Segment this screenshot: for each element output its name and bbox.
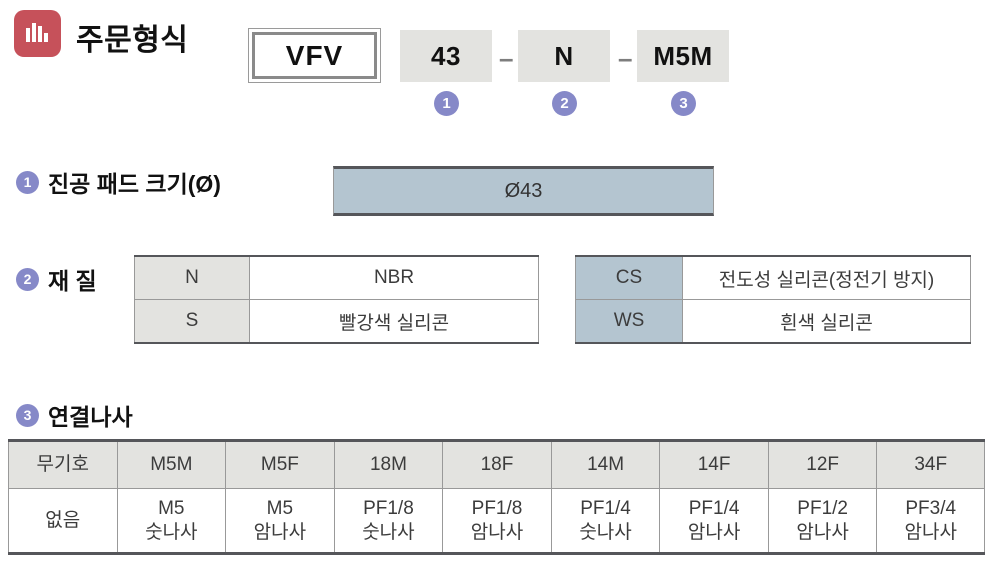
page-title: 주문형식 bbox=[76, 24, 189, 57]
dash-separator: – bbox=[618, 43, 633, 73]
thread-header-cell: 14M bbox=[550, 442, 660, 489]
segment-number-badge-1: 1 bbox=[434, 91, 459, 116]
section-pad-size-title: 1 진공 패드 크기(Ø) bbox=[16, 165, 221, 199]
thread-header-cell: M5M bbox=[116, 442, 226, 489]
thread-value-cell: M5 숫나사 bbox=[116, 489, 226, 552]
material-table-right: CS 전도성 실리콘(정전기 방지) WS 흰색 실리콘 bbox=[575, 255, 971, 344]
section-material-label: 재 질 bbox=[48, 268, 97, 294]
thread-header-cell: 무기호 bbox=[8, 442, 117, 489]
bar-chart-icon bbox=[14, 10, 61, 57]
thread-header-cell: 34F bbox=[876, 442, 985, 489]
thread-table: 무기호 M5M M5F 18M 18F 14M 14F 12F 34F 없음 M… bbox=[8, 439, 985, 555]
material-code-cell: WS bbox=[575, 300, 682, 342]
thread-header-cell: M5F bbox=[225, 442, 334, 489]
thread-value-cell: PF1/2 암나사 bbox=[767, 489, 877, 552]
bar-chart-glyph bbox=[26, 23, 48, 42]
segment-number-badge-2: 2 bbox=[552, 91, 577, 116]
thread-value-cell: PF1/4 숫나사 bbox=[550, 489, 660, 552]
material-desc-cell: 빨강색 실리콘 bbox=[249, 300, 539, 342]
pad-size-value-box: Ø43 bbox=[333, 166, 714, 216]
section-number-badge-3: 3 bbox=[16, 403, 39, 427]
segment-number-badge-3: 3 bbox=[671, 91, 696, 116]
material-desc-cell: 흰색 실리콘 bbox=[682, 300, 971, 342]
dash-separator: – bbox=[499, 43, 514, 73]
thread-header-cell: 12F bbox=[767, 442, 877, 489]
code-segment-material: N bbox=[518, 30, 610, 82]
section-material-title: 2 재 질 bbox=[16, 262, 97, 296]
material-code-cell: S bbox=[134, 300, 249, 342]
thread-header-cell: 18M bbox=[333, 442, 443, 489]
material-desc-cell: 전도성 실리콘(정전기 방지) bbox=[682, 257, 971, 300]
section-number-badge-2: 2 bbox=[16, 267, 39, 291]
model-code-label: VFV bbox=[252, 32, 377, 79]
thread-value-cell: PF1/8 암나사 bbox=[442, 489, 551, 552]
thread-value-cell: PF3/4 암나사 bbox=[876, 489, 985, 552]
material-code-cell: N bbox=[134, 257, 249, 300]
code-segment-thread: M5M bbox=[637, 30, 729, 82]
thread-value-cell: PF1/8 숫나사 bbox=[333, 489, 443, 552]
section-number-badge-1: 1 bbox=[16, 170, 39, 194]
material-table-left: N NBR S 빨강색 실리콘 bbox=[134, 255, 539, 344]
thread-header-cell: 18F bbox=[442, 442, 551, 489]
thread-header-cell: 14F bbox=[659, 442, 768, 489]
section-pad-size-label: 진공 패드 크기(Ø) bbox=[48, 171, 221, 197]
thread-value-cell: M5 암나사 bbox=[225, 489, 334, 552]
section-thread-title: 3 연결나사 bbox=[16, 398, 133, 432]
code-segment-pad-size: 43 bbox=[400, 30, 492, 82]
thread-value-cell: 없음 bbox=[8, 489, 117, 552]
material-desc-cell: NBR bbox=[249, 257, 539, 300]
model-code-box: VFV bbox=[248, 28, 381, 83]
material-code-cell: CS bbox=[575, 257, 682, 300]
section-thread-label: 연결나사 bbox=[48, 404, 133, 430]
thread-value-cell: PF1/4 암나사 bbox=[659, 489, 768, 552]
